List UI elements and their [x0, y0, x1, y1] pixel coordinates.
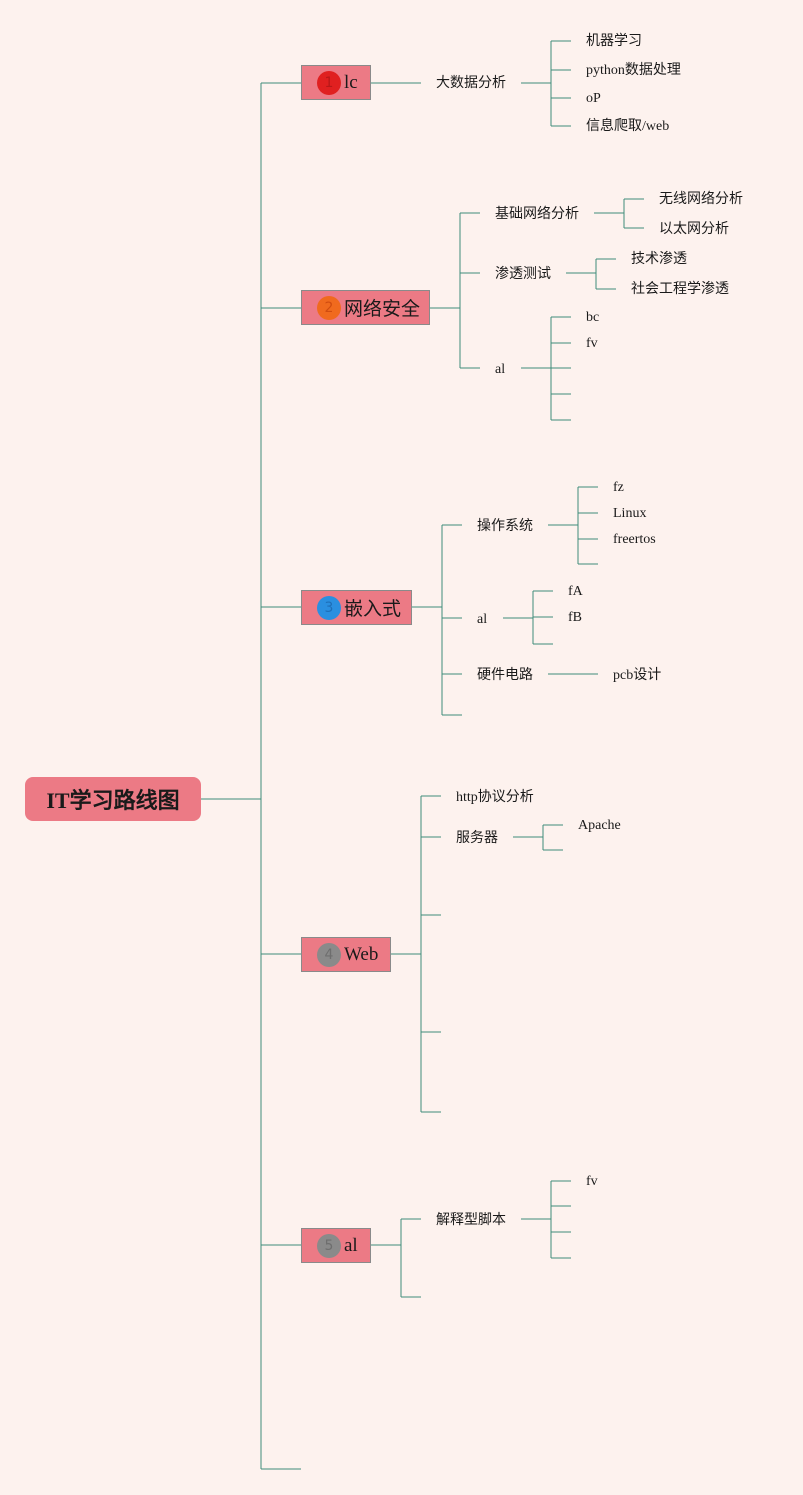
topic-al-3[interactable]: al	[477, 612, 488, 627]
branch-2-node[interactable]: 2 网络安全	[301, 290, 430, 325]
topic-basic-network[interactable]: 基础网络分析	[495, 207, 579, 222]
leaf-crawl[interactable]: 信息爬取/web	[586, 119, 670, 134]
leaf-linux[interactable]: Linux	[613, 506, 647, 521]
topic-server[interactable]: 服务器	[456, 831, 498, 846]
branch-1-node[interactable]: 1 lc	[301, 65, 371, 100]
topic-hardware[interactable]: 硬件电路	[477, 668, 533, 683]
topic-al-2[interactable]: al	[495, 362, 506, 377]
topic-big-data[interactable]: 大数据分析	[436, 76, 506, 91]
topic-http[interactable]: http协议分析	[456, 790, 534, 805]
topic-os[interactable]: 操作系统	[477, 519, 533, 534]
branch-5-label: al	[344, 1234, 358, 1256]
branch-3-label: 嵌入式	[344, 599, 402, 620]
leaf-fv-2[interactable]: fv	[586, 336, 598, 351]
leaf-fb[interactable]: fB	[568, 610, 582, 625]
leaf-pcb[interactable]: pcb设计	[613, 668, 662, 683]
topic-script[interactable]: 解释型脚本	[436, 1213, 506, 1228]
leaf-ml[interactable]: 机器学习	[586, 34, 642, 49]
leaf-social-eng[interactable]: 社会工程学渗透	[631, 282, 729, 297]
branch-4-node[interactable]: 4 Web	[301, 937, 391, 972]
badge-4-icon: 4	[317, 942, 341, 967]
leaf-op[interactable]: oP	[586, 91, 601, 106]
leaf-wireless[interactable]: 无线网络分析	[659, 192, 743, 207]
leaf-ethernet[interactable]: 以太网分析	[659, 222, 729, 237]
leaf-freertos[interactable]: freertos	[613, 532, 656, 547]
leaf-fv-5[interactable]: fv	[586, 1174, 598, 1189]
root-node[interactable]: IT学习路线图	[25, 777, 201, 821]
leaf-tech-pentest[interactable]: 技术渗透	[631, 252, 687, 267]
badge-3-icon: 3	[317, 595, 341, 620]
leaf-fa[interactable]: fA	[568, 584, 583, 599]
leaf-apache[interactable]: Apache	[578, 818, 621, 833]
branch-4-label: Web	[344, 943, 379, 965]
badge-2-icon: 2	[317, 295, 341, 320]
badge-1-icon: 1	[317, 70, 341, 95]
topic-pentest[interactable]: 渗透测试	[495, 267, 551, 282]
badge-5-icon: 5	[317, 1233, 341, 1258]
branch-1-label: lc	[344, 71, 358, 93]
branch-3-node[interactable]: 3 嵌入式	[301, 590, 412, 625]
leaf-bc[interactable]: bc	[586, 310, 600, 325]
leaf-fz[interactable]: fz	[613, 480, 624, 495]
branch-5-node[interactable]: 5 al	[301, 1228, 371, 1263]
leaf-python[interactable]: python数据处理	[586, 63, 681, 78]
branch-2-label: 网络安全	[344, 299, 421, 320]
